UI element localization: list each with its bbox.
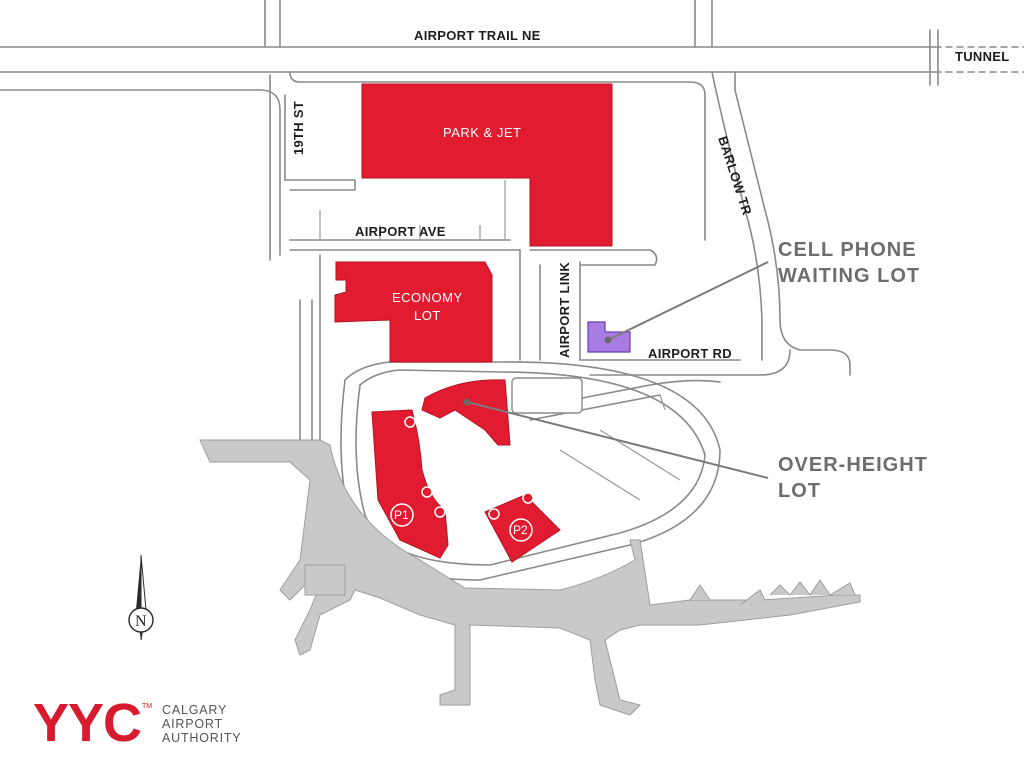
economy-lot [334,261,493,363]
north-stub-roads [264,0,713,48]
airport-trail-label: AIRPORT TRAIL NE [414,28,541,43]
park-jet-lot [361,83,613,247]
brand-line-authority: AUTHORITY [162,731,241,745]
outer-loop-west [0,89,281,256]
airport-ave-road [284,179,521,251]
north-arrow-icon: N [128,554,154,641]
cell-lot-leader-line [607,261,769,341]
north-letter: N [135,613,147,630]
cell-lot-leader-dot [604,336,612,344]
terminal-loop-inner [355,369,706,566]
economy-label-line2: LOT [414,308,441,323]
p2-parkade [484,494,561,563]
brand-line-calgary: CALGARY [162,703,227,717]
airport-link-road [519,249,541,361]
terminal-annex [304,564,346,596]
cell-lot-callout-line2: WAITING LOT [778,265,920,287]
over-height-callout-line1: OVER-HEIGHT [778,454,928,476]
airport-trail-road [0,46,936,73]
p1-elevator-core [421,486,433,498]
outer-loop-north [289,71,706,241]
tunnel-road [934,46,1024,73]
over-height-callout-line2: LOT [778,480,821,502]
p1-parkade [371,409,449,559]
nineteenth-st-road [269,74,286,261]
tunnel-label: TUNNEL [955,49,1010,64]
airport-rd-road [529,249,791,376]
p1-elevator-core [404,416,416,428]
economy-label-line1: ECONOMY [392,290,463,305]
airport-link-label: AIRPORT LINK [557,262,572,358]
nineteenth-st-label: 19TH ST [291,101,306,155]
p1-label: P1 [394,508,409,522]
yyc-trademark: TM [142,703,152,710]
terminal-building [199,439,861,716]
airport-rd-label: AIRPORT RD [648,346,732,361]
over-height-leader-line [466,401,769,479]
p2-elevator-core [488,508,500,520]
p1-elevator-core [434,506,446,518]
yyc-logo: YYC TM CALGARY AIRPORT AUTHORITY [33,693,241,753]
yyc-wordmark: YYC [33,693,141,753]
east-block [511,377,583,414]
cell-lot-callout-line1: CELL PHONE [778,239,917,261]
east-concourse-gates [689,579,856,606]
over-height-lot [421,379,511,446]
airport-ave-label: AIRPORT AVE [355,224,446,239]
nw-connector [299,254,321,441]
barlow-trail-road-2 [734,71,851,376]
p2-elevator-core [522,492,534,504]
diagonal-ramp [519,379,721,421]
brand-line-airport: AIRPORT [162,717,223,731]
p2-badge [509,518,533,542]
barlow-trail-road [711,71,763,361]
p1-badge [390,503,414,527]
park-jet-label: PARK & JET [443,125,521,140]
over-height-leader-dot [463,398,471,406]
airport-ave-stubs [319,180,506,240]
p2-label: P2 [513,523,528,537]
tunnel-portal [929,29,939,86]
